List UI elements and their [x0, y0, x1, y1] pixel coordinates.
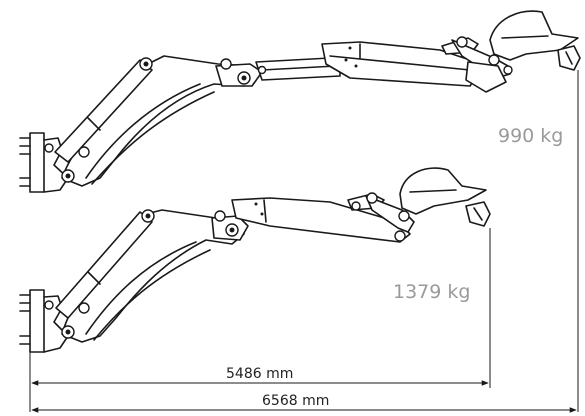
extended-arm-drawing [19, 10, 581, 193]
bucket-linkage-bottom [347, 192, 415, 242]
reach-label-long: 6568 mm [262, 393, 329, 409]
dimension-lines [29, 70, 579, 413]
lift-cylinder-bottom [55, 209, 155, 319]
mount-bracket-bottom [19, 289, 69, 353]
lift-cylinder-top [54, 57, 153, 163]
bucket-linkage-top [441, 36, 513, 93]
max-load-label-extended: 990 kg [498, 125, 563, 147]
bucket-top [489, 10, 581, 71]
max-load-label-standard: 1379 kg [393, 281, 470, 303]
standard-arm-drawing [19, 167, 491, 353]
telescopic-stick-top [255, 41, 479, 87]
mount-bracket-top [19, 132, 69, 193]
reach-label-short: 5486 mm [226, 366, 293, 382]
bucket-bottom [399, 167, 491, 227]
